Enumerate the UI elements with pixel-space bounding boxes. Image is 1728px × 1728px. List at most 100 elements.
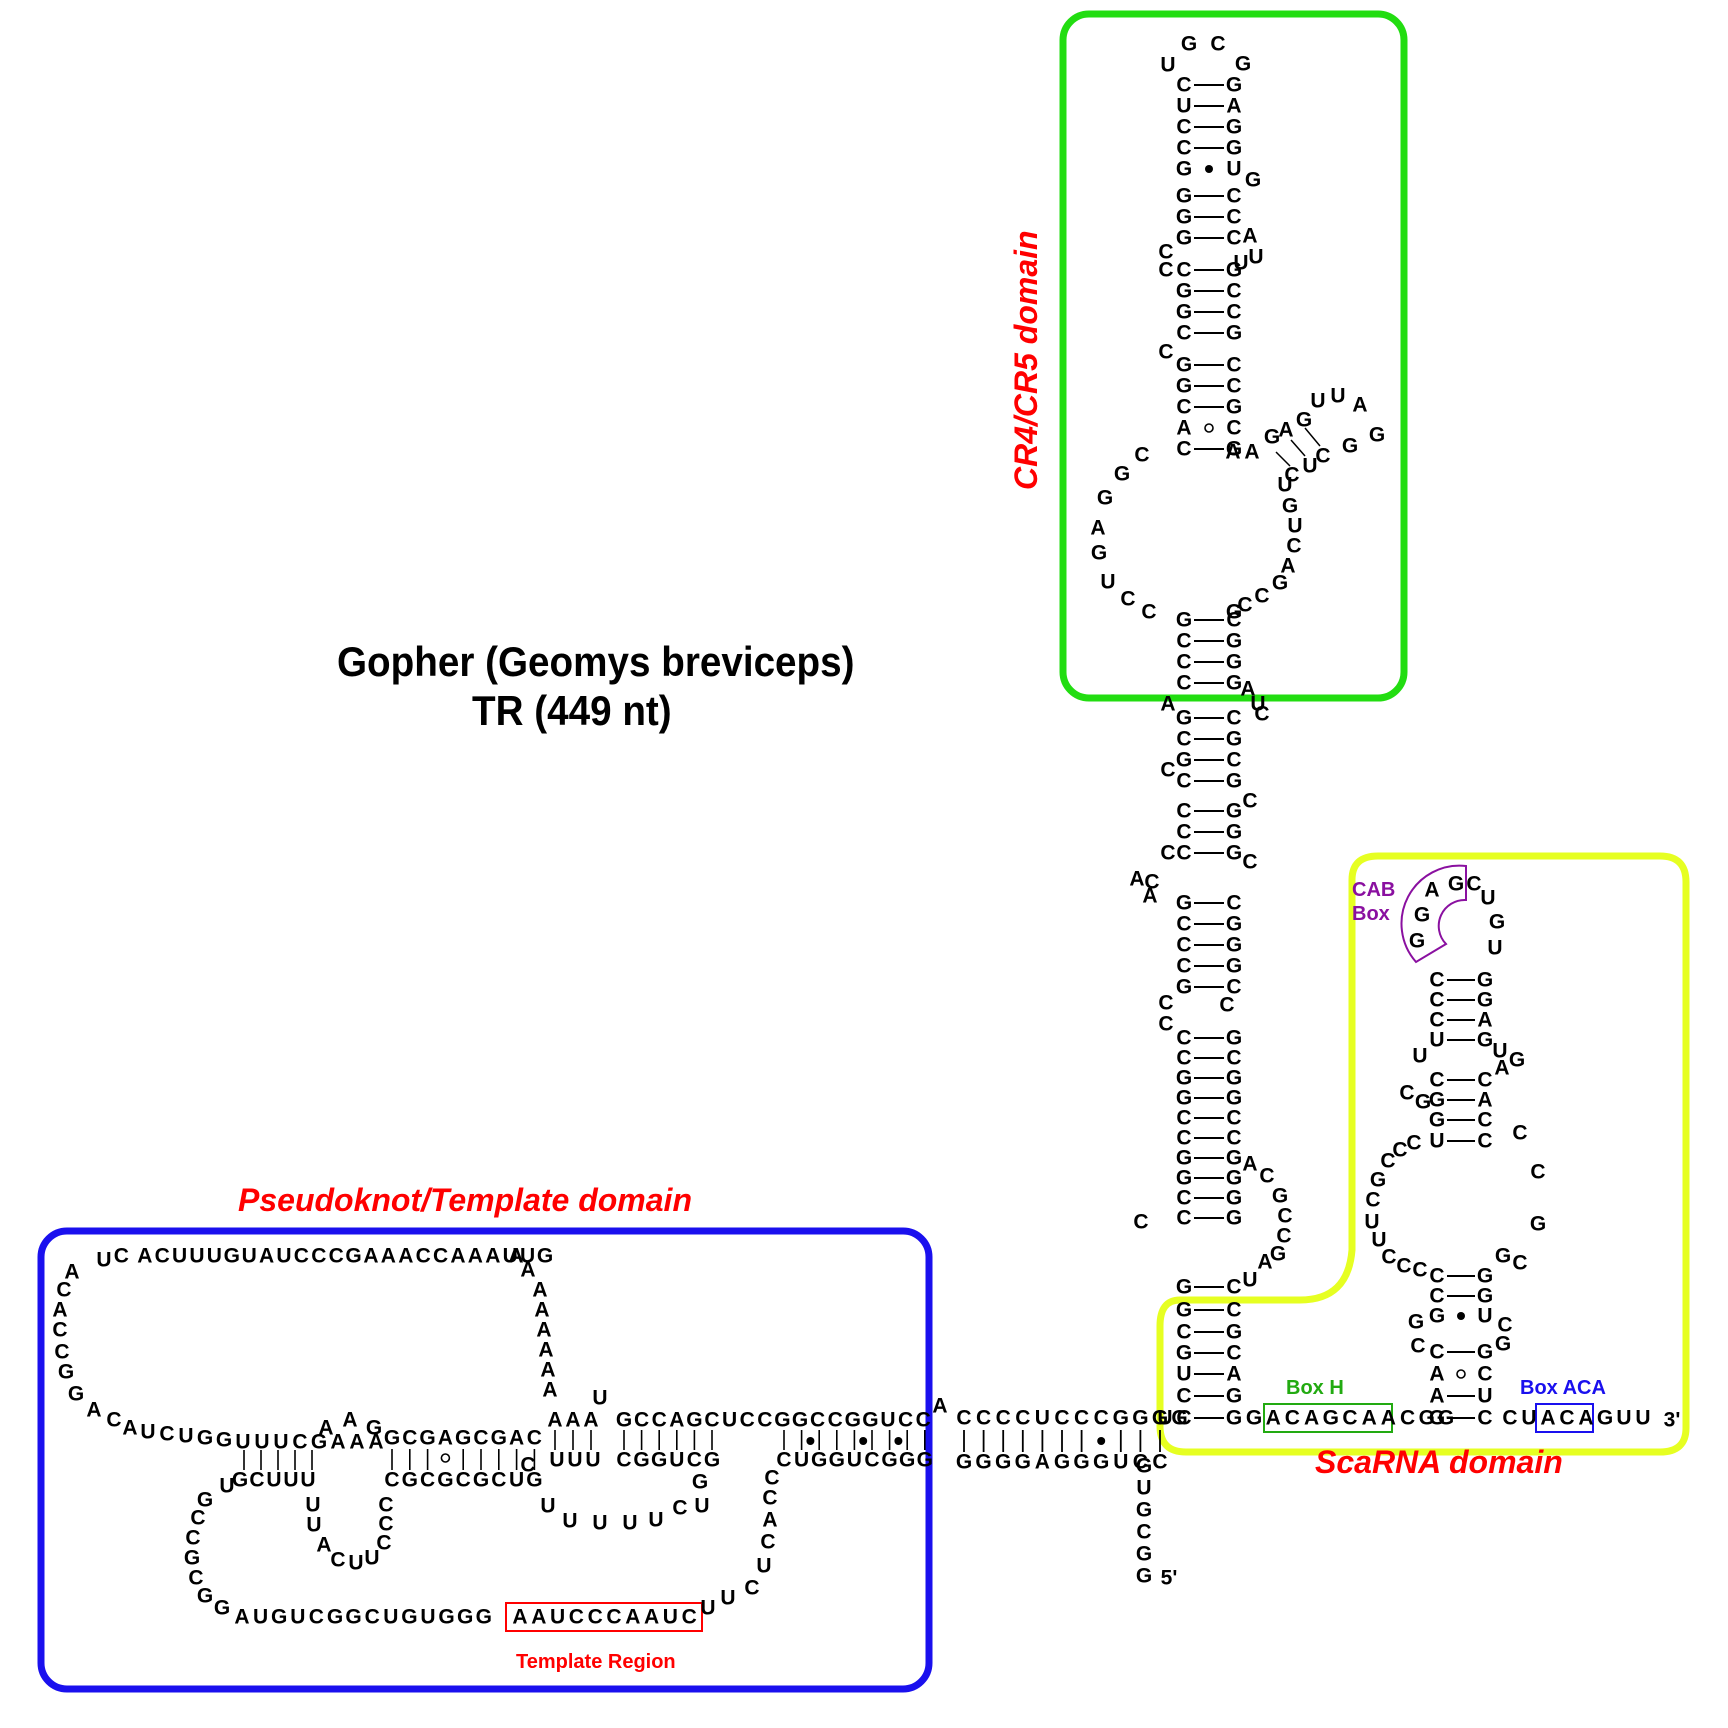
nucleotide-p1-helix-top: C (1074, 1406, 1090, 1430)
nucleotide-box-h-strand: G (1437, 1406, 1455, 1430)
nucleotide-p1-stem: C (1176, 1046, 1192, 1070)
nucleotide-pk-top: U (96, 1248, 112, 1272)
nucleotide-scarna-upper: U (1429, 1129, 1445, 1153)
nucleotide-p1-base: C (1226, 1275, 1242, 1299)
nucleotide-p1-base: C (1226, 1341, 1242, 1365)
nucleotide-box-h-strand: A (1380, 1406, 1396, 1430)
nucleotide-pk-bottom: G (438, 1605, 455, 1629)
nucleotide-bulge: G (1494, 1332, 1512, 1356)
nucleotide-cr4cr5-loop: C (1210, 32, 1226, 56)
cr4cr5-domain-label: CR4/CR5 domain (1008, 230, 1044, 490)
nucleotide-pk-bottom: U (253, 1605, 269, 1629)
nucleotide-cr4cr5-sidehairpin: U (1310, 389, 1326, 413)
nucleotide-pk-left: C (56, 1278, 72, 1302)
nucleotide-scarna-hairpin: G (1476, 1264, 1494, 1288)
nucleotide-pk-p2-bottom: G (472, 1468, 490, 1492)
nucleotide-pk-bottom: G (345, 1605, 362, 1629)
nucleotide-pk-bottom: U (420, 1605, 436, 1629)
nucleotide-box-h-strand: G (1418, 1406, 1435, 1430)
nucleotide-bulge: C (1158, 991, 1174, 1015)
nucleotide-cr4cr5: G (1175, 226, 1193, 250)
nucleotide-cab-loop: G (1488, 910, 1506, 934)
nucleotide-pk-junction: A (342, 1408, 358, 1432)
box-aca-label: Box ACA (1520, 1377, 1606, 1399)
nucleotide-bulge: G (1244, 168, 1262, 192)
nucleotide-pk-jloop: C (378, 1493, 394, 1517)
nucleotide-p1-base: G (1225, 1406, 1243, 1430)
nucleotide-pk-right-arc: C (760, 1530, 776, 1554)
nucleotide-pk-p3: A (547, 1408, 563, 1432)
nucleotide-cr4cr5: G (1175, 300, 1193, 324)
nucleotide-p1-helix-bottom: G (975, 1450, 992, 1474)
nucleotide-p1-stem: C (1176, 912, 1192, 936)
nucleotide-scarna-upper: C (1429, 988, 1445, 1012)
nucleotide-cab-loop: A (1424, 878, 1440, 902)
nucleotide-p1-stem: G (1225, 933, 1243, 957)
nucleotide-pk-p3: A (583, 1408, 599, 1432)
nucleotide-scarna-upper: G (1428, 1088, 1446, 1112)
nucleotide-cr4cr5-loop: U (1287, 514, 1303, 538)
nucleotide-p1-stem: C (1176, 1186, 1192, 1210)
nucleotide-template: A (531, 1605, 547, 1629)
nucleotide-bulge: C (1160, 841, 1176, 865)
nucleotide-cr4cr5-sidehairpin: G (1368, 423, 1386, 447)
nucleotide-pk-p3-bottom: G (703, 1448, 721, 1472)
nucleotide-pk-p2-top: A (437, 1426, 453, 1450)
nucleotide-p1-stem: G (1175, 706, 1193, 730)
nucleotide-scarna-hairpin: G (1476, 1284, 1494, 1308)
nucleotide-scarna-loop: C (1406, 1131, 1422, 1155)
nucleotide-pk-top: A (398, 1244, 414, 1268)
nucleotide-pk-top: C (433, 1244, 449, 1268)
nucleotide-p1-stem: C (1226, 891, 1242, 915)
nucleotide-pk-left: G (67, 1382, 85, 1406)
nucleotide-bulge: G (1407, 1310, 1425, 1334)
nucleotide-cr4cr5-sidehairpin: A (1244, 440, 1260, 464)
nucleotide-bulge: U (1233, 251, 1249, 275)
nucleotide-cr4cr5-loop: C (1286, 534, 1302, 558)
nucleotide-bulge: C (1242, 850, 1258, 874)
nucleotide-bulge: A (932, 1394, 948, 1418)
nucleotide-scarna-upper: A (1477, 1008, 1493, 1032)
nucleotide-pk-top: U (502, 1244, 518, 1268)
nucleotide-pk-top: C (311, 1244, 327, 1268)
nucleotide-cr4cr5-sidehairpin: C (1284, 463, 1300, 487)
nucleotide-pk-a-tract: A (538, 1338, 554, 1362)
nucleotide-5prime-tail: G (1135, 1498, 1153, 1522)
diagram-title-species: Gopher (Geomys breviceps) (337, 638, 855, 685)
nucleotide-pk-p3-top: C (898, 1408, 914, 1432)
nucleotide-3prime-tail: A (1578, 1406, 1594, 1430)
nucleotide-pk-top: C (113, 1244, 129, 1268)
nucleotide-cr4cr5-sidehairpin: C (1315, 444, 1331, 468)
nucleotide-pk-u-loop: U (648, 1508, 664, 1532)
nucleotide-cr4cr5-sidehairpin: U (1330, 384, 1346, 408)
nucleotide-pk-left: C (106, 1408, 122, 1432)
nucleotide-p1-base: G (1225, 1320, 1243, 1344)
nucleotide-p1-stem: C (1176, 1106, 1192, 1130)
nucleotide-bulge: U (1248, 245, 1264, 269)
nucleotide-p1-helix-bottom: U (1113, 1450, 1129, 1474)
nucleotide-p1-base: A (1226, 1362, 1242, 1386)
ga-pair-circle (1204, 423, 1214, 433)
nucleotide-scarna-upper: C (1477, 1108, 1493, 1132)
ga-pair-circle (1456, 1369, 1466, 1379)
nucleotide-pk-right-stem: U (794, 1448, 810, 1472)
nucleotide-p1-stem: G (1175, 1086, 1193, 1110)
nucleotide-cr4cr5: A (1176, 416, 1192, 440)
nucleotide-template: C (587, 1605, 603, 1629)
nucleotide-pk-right-arc: U (756, 1554, 772, 1578)
nucleotide-p1-base: G (1175, 1275, 1193, 1299)
nucleotide-pk-u-loop: U (562, 1509, 578, 1533)
cab-box-outline (1400, 864, 1467, 964)
nucleotide-3prime-tail: U (1635, 1406, 1651, 1430)
nucleotide-pk-left-pair: U (266, 1468, 282, 1492)
nucleotide-pk-p2-top: G (455, 1426, 472, 1450)
nucleotide-bulge: C (1410, 1334, 1426, 1358)
nucleotide-pk-p3-top: C (651, 1408, 667, 1432)
nucleotide-3prime-tail: U (1521, 1406, 1537, 1430)
nucleotide-cr4cr5-loop: C (1237, 593, 1253, 617)
nucleotide-pk-p3-bottom: G (633, 1448, 650, 1472)
cab-box-label-line2: Box (1352, 903, 1390, 925)
nucleotide-3prime-tail: G (1596, 1406, 1614, 1430)
nucleotide-pk-u-loop: U (540, 1494, 556, 1518)
nucleotide-template: A (512, 1605, 528, 1629)
